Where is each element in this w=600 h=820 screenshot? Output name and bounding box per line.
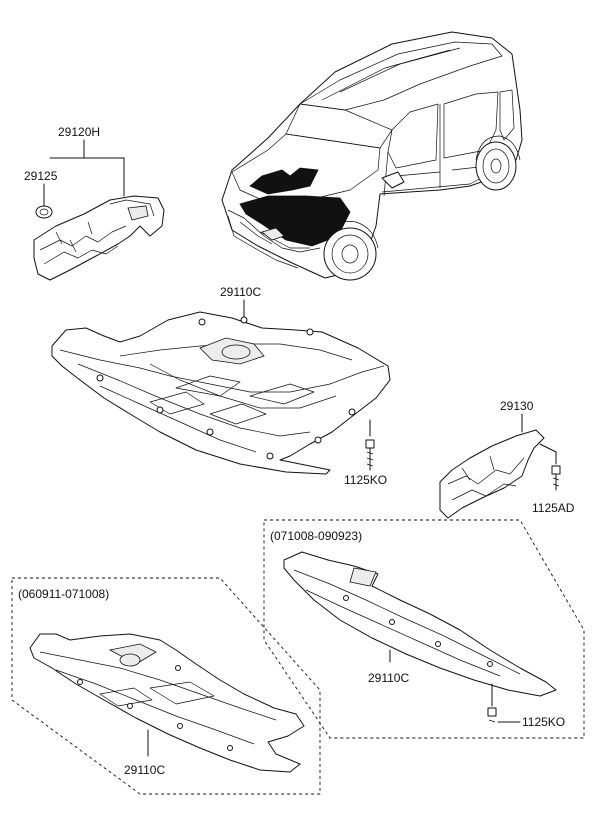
bolt-1125ko-main xyxy=(365,439,375,449)
undercover-29110c-a xyxy=(283,551,557,697)
bolt-1125ko-a xyxy=(487,707,497,717)
variant-a-group: (071008-090923) 29110C 1125KO xyxy=(263,519,585,739)
cover-29130 xyxy=(439,429,545,519)
part-29110c-main-group: 29110C 1125KO xyxy=(51,285,391,487)
label-1125ko-main: 1125KO xyxy=(344,473,387,487)
label-1125ad: 1125AD xyxy=(532,501,575,515)
variant-b-group: (060911-071008) 29110C xyxy=(11,577,321,795)
undercover-29110c-main xyxy=(51,311,391,475)
bolt-1125ad xyxy=(551,465,561,475)
label-29125: 29125 xyxy=(24,169,58,183)
label-29110c-main: 29110C xyxy=(220,285,261,299)
part-29130-group: 29130 1125AD xyxy=(439,399,575,519)
part-29120h-group: 29120H 29125 xyxy=(24,125,165,281)
label-29120h: 29120H xyxy=(58,125,100,139)
variant-b-frame xyxy=(11,577,321,795)
vehicle-illustration xyxy=(221,31,523,281)
label-29130: 29130 xyxy=(500,399,534,413)
clip-29125 xyxy=(35,205,53,219)
label-1125ko-a: 1125KO xyxy=(522,715,565,729)
label-29110c-b: 29110C xyxy=(124,763,165,777)
label-29110c-a: 29110C xyxy=(368,671,409,685)
undercover-29110c-b xyxy=(29,633,305,773)
label-range-b: (060911-071008) xyxy=(18,587,109,601)
label-range-a: (071008-090923) xyxy=(270,529,362,543)
